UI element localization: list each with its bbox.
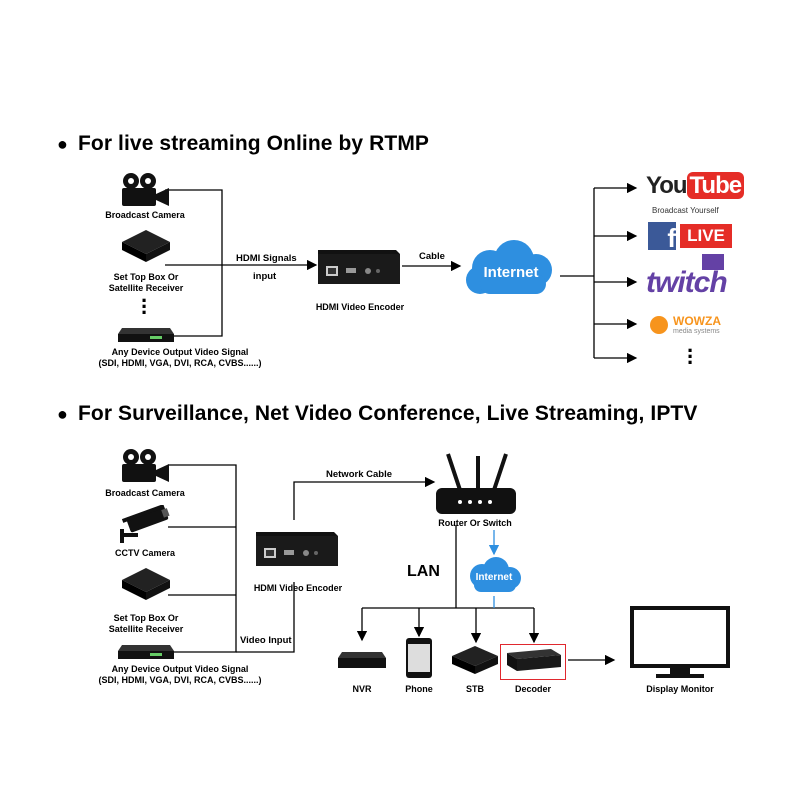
any-device-label: Any Device Output Video Signal [111,347,249,357]
set-top-box-icon [122,568,170,600]
cctv-camera-icon [120,505,170,543]
set-top-box-icon [122,230,170,262]
network-cable-label: Network Cable [326,469,392,480]
section1-heading: For live streaming Online by RTMP [78,132,430,155]
satellite-receiver-label: Satellite Receiver [108,624,184,634]
decoder-highlight [500,644,566,680]
youtube-tube-text: Tube [686,172,745,199]
nvr-label: NVR [352,684,372,694]
satellite-receiver-label: Satellite Receiver [108,283,184,293]
section2-heading: For Surveillance, Net Video Conference, … [78,402,698,425]
decoder-icon [507,649,561,671]
hdmi-encoder-icon [256,532,338,566]
twitch-logo: twitch [646,266,728,299]
display-monitor-label: Display Monitor [646,684,714,694]
dvr-device-icon [118,645,174,659]
video-camera-icon [122,449,169,482]
encoder-label: HDMI Video Encoder [315,302,405,312]
hdmi-encoder-icon [318,250,400,284]
youtube-you-text: You [646,172,688,199]
wowza-logo: WOWZA [673,314,721,328]
encoder-label: HDMI Video Encoder [253,583,343,593]
set-top-box-label: Set Top Box Or [113,272,179,282]
bullet-icon: ● [57,134,68,154]
input-label: input [253,271,277,282]
any-device-label: Any Device Output Video Signal [111,664,249,674]
broadcast-camera-label: Broadcast Camera [105,488,185,498]
cable-label: Cable [419,251,445,262]
dvr-device-icon [118,328,174,342]
twitch-chat-icon [702,254,724,270]
internet-label: Internet [475,572,513,583]
stb-icon [452,646,498,674]
display-monitor-icon [630,606,730,678]
decoder-label: Decoder [514,684,551,694]
video-camera-icon [122,173,169,206]
stb-label: STB [466,684,484,694]
internet-cloud-icon [470,557,521,592]
broadcast-camera-label: Broadcast Camera [105,210,185,220]
live-badge: LIVE [680,224,732,248]
youtube-tagline: Broadcast Yourself [652,206,719,215]
video-input-label: Video Input [240,635,292,646]
hdmi-signals-label: HDMI Signals [236,253,297,264]
wowza-sub: media systems [673,328,720,335]
wowza-logo-icon [650,316,668,334]
router-label: Router Or Switch [438,518,512,528]
cctv-camera-label: CCTV Camera [114,548,176,558]
internet-cloud-icon [466,240,552,294]
phone-icon [406,638,432,678]
more-platforms-dots-icon: ··· [687,338,695,375]
any-device-sub-label: (SDI, HDMI, VGA, DVI, RCA, CVBS......) [98,675,262,685]
internet-label: Internet [483,264,539,281]
phone-label: Phone [405,684,433,694]
more-dots-icon: ··· [141,288,149,325]
any-device-sub-label: (SDI, HDMI, VGA, DVI, RCA, CVBS......) [98,358,262,368]
nvr-icon [338,652,386,668]
router-icon [436,453,516,514]
facebook-icon: f [648,222,676,250]
bullet-icon: ● [57,404,68,424]
set-top-box-label: Set Top Box Or [113,613,179,623]
lan-label: LAN [407,563,440,580]
